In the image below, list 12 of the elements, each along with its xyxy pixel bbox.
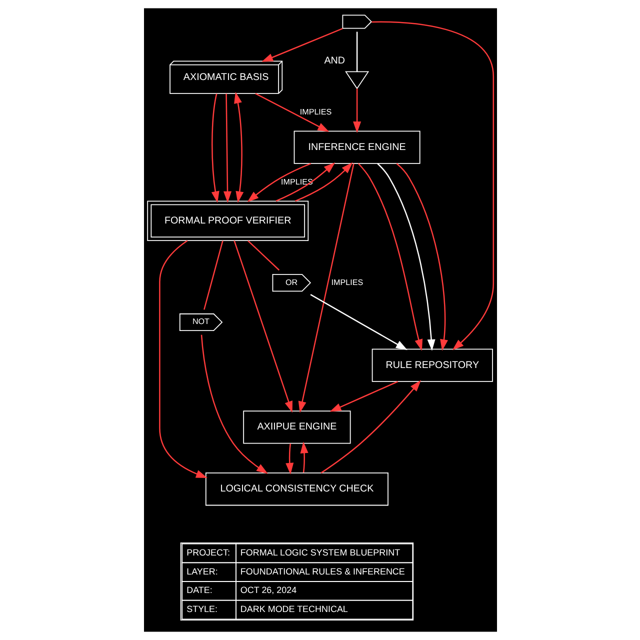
label: PROJECT: <box>186 547 230 558</box>
label: DARK MODE TECHNICAL <box>240 604 348 614</box>
label: OCT 26, 2024 <box>240 585 296 596</box>
edge-label: IMPLIES <box>299 107 332 116</box>
node-label: AND <box>324 55 345 66</box>
label: FORMAL LOGIC SYSTEM BLUEPRINT <box>240 547 400 558</box>
edge-label: IMPLIES <box>330 278 363 287</box>
edge-label: IMPLIES <box>280 177 312 186</box>
label: LAYER: <box>186 566 218 576</box>
label: FOUNDATIONAL RULES & INFERENCE <box>240 566 404 576</box>
label: STYLE: <box>186 604 218 614</box>
label: DATE: <box>186 585 212 596</box>
